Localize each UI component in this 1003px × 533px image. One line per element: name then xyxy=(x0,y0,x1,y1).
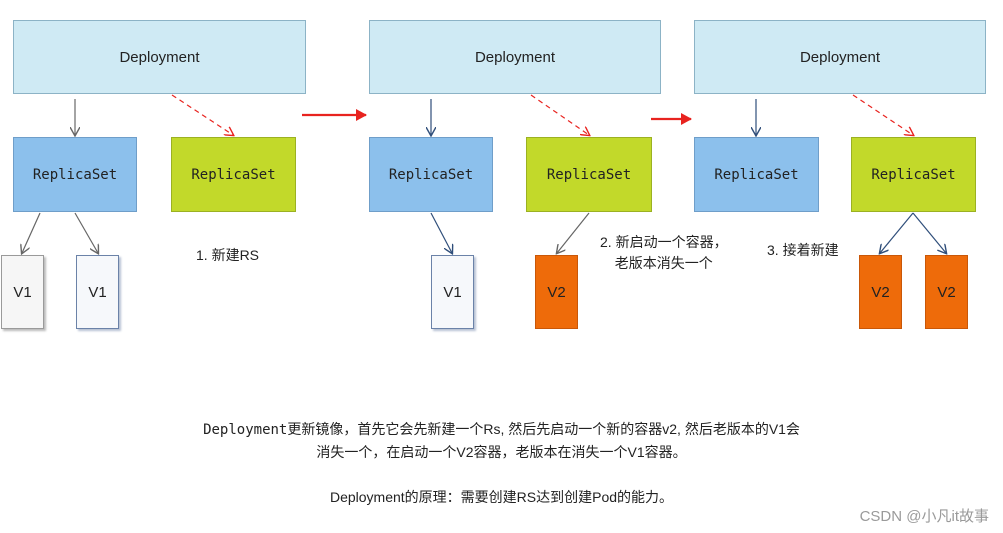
caption-line1-text: 更新镜像，首先它会先新建一个Rs, 然后先启动一个新的容器v2, 然后老版本的V… xyxy=(287,421,800,437)
s1-rs-to-pod-a-arrow xyxy=(22,212,41,253)
s1-deploy-to-rs-new-arrow xyxy=(171,94,233,135)
stage2-replicaset-new: ReplicaSet xyxy=(526,137,652,212)
stage2-deployment-box: Deployment xyxy=(369,20,661,94)
stage1-pod-v1-b: V1 xyxy=(76,255,119,329)
s2-deploy-to-rs-new-arrow xyxy=(530,94,589,135)
stage1-replicaset-old: ReplicaSet xyxy=(13,137,137,212)
caption-line1-prefix: Deployment xyxy=(203,422,288,438)
stage2-note-line1: 2. 新启动一个容器， xyxy=(600,234,728,250)
s3-rs-new-to-pod-a-arrow xyxy=(880,212,914,253)
stage1-replicaset-new: ReplicaSet xyxy=(171,137,296,212)
stage2-note-line2: 老版本消失一个 xyxy=(614,255,713,271)
s2-rs-old-to-pod-arrow xyxy=(430,212,452,253)
stage2-pod-v2: V2 xyxy=(535,255,578,329)
stage1-deployment-box: Deployment xyxy=(13,20,306,94)
stage3-deployment-box: Deployment xyxy=(694,20,986,94)
caption-line2: 消失一个，在启动一个V2容器，老版本在消失一个V1容器。 xyxy=(316,444,687,460)
stage2-note: 2. 新启动一个容器， 老版本消失一个 xyxy=(600,232,728,274)
stage3-replicaset-new: ReplicaSet xyxy=(851,137,976,212)
s3-rs-new-to-pod-b-arrow xyxy=(912,212,946,253)
stage2-pod-v1: V1 xyxy=(431,255,474,329)
s2-rs-new-to-pod-arrow xyxy=(557,212,590,253)
stage1-pod-v1-a: V1 xyxy=(1,255,44,329)
caption-line1: Deployment更新镜像，首先它会先新建一个Rs, 然后先启动一个新的容器v… xyxy=(0,418,1003,441)
stage2-replicaset-old: ReplicaSet xyxy=(369,137,493,212)
stage3-note: 3. 接着新建 xyxy=(767,242,839,258)
stage3-replicaset-old: ReplicaSet xyxy=(694,137,819,212)
stage3-pod-v2-a: V2 xyxy=(859,255,902,329)
caption-line3: Deployment的原理：需要创建RS达到创建Pod的能力。 xyxy=(329,489,674,505)
stage3-pod-v2-b: V2 xyxy=(925,255,968,329)
s1-rs-to-pod-b-arrow xyxy=(74,212,98,253)
stage1-note: 1. 新建RS xyxy=(196,247,260,263)
s3-deploy-to-rs-new-arrow xyxy=(852,94,913,135)
watermark: CSDN @小凡it故事 xyxy=(859,508,989,525)
